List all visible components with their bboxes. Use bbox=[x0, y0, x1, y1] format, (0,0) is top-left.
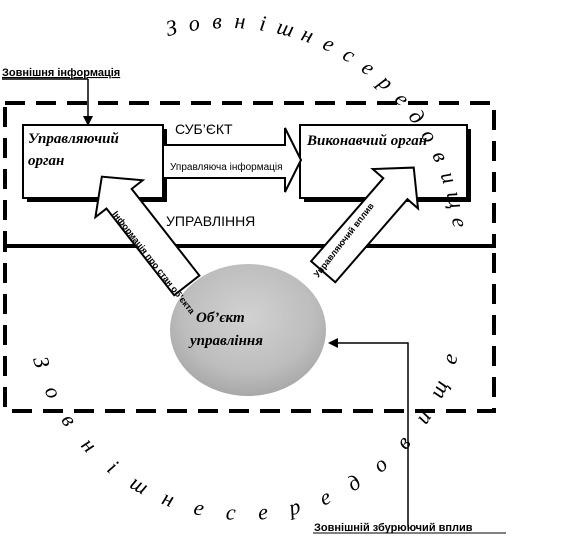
object-title-line2: управління bbox=[188, 333, 263, 349]
environment-bottom-letter-3: н bbox=[77, 432, 103, 457]
environment-bottom-letter-12: д bbox=[343, 469, 365, 496]
environment-top-letter-7: е bbox=[319, 30, 339, 57]
environment-top-letter-9: е bbox=[357, 54, 380, 80]
environment-bottom-letter-17: е bbox=[436, 350, 463, 367]
environment-top-letter-8: с bbox=[339, 41, 361, 68]
environment-bottom-letter-0: З bbox=[28, 353, 55, 371]
object-zone-border bbox=[3, 244, 496, 413]
external-info-label: Зовнішня інформація bbox=[2, 67, 120, 79]
control-info-arrow bbox=[162, 127, 303, 193]
external-disturbance-label: Зовнішній збурюючий вплив bbox=[314, 522, 473, 534]
environment-bottom-letter-15: и bbox=[409, 405, 436, 428]
environment-bottom-letter-4: і bbox=[103, 455, 123, 478]
environment-top-letter-2: в bbox=[212, 8, 223, 33]
environment-top-letter-4: і bbox=[258, 10, 268, 36]
environment-bottom-letter-1: о bbox=[40, 382, 67, 403]
environment-bottom-letter-7: е bbox=[192, 494, 207, 521]
control-info-label: Управляюча інформація bbox=[170, 161, 283, 173]
control-body-title-line2: орган bbox=[28, 153, 64, 169]
environment-top-letter-0: З bbox=[163, 14, 180, 41]
subject-zone-border bbox=[3, 101, 496, 248]
environment-bottom-letter-6: н bbox=[159, 485, 178, 512]
environment-bottom-letter-13: о bbox=[368, 451, 392, 477]
environment-bottom-letter-11: е bbox=[316, 483, 335, 510]
environment-top-letter-17: е bbox=[447, 216, 473, 229]
object-title-line1: Об’єкт bbox=[196, 310, 245, 326]
environment-top-letter-6: н bbox=[298, 21, 317, 48]
subject-label: СУБ’ЄКТ bbox=[175, 121, 233, 137]
environment-bottom-letter-5: ш bbox=[126, 469, 153, 499]
executive-body-title: Виконавчий орган bbox=[306, 133, 427, 149]
object-state-info-arrow bbox=[94, 175, 201, 297]
environment-bottom-letter-10: р bbox=[284, 493, 302, 520]
environment-top-letter-1: о bbox=[187, 10, 202, 36]
environment-bottom-letter-8: с bbox=[225, 499, 237, 525]
management-label: УПРАВЛІННЯ bbox=[166, 213, 255, 229]
environment-bottom-letter-14: в bbox=[391, 430, 416, 454]
environment-bottom-letter-16: щ bbox=[423, 376, 453, 402]
environment-bottom-letter-9: е bbox=[257, 499, 269, 525]
environment-top-letter-3: н bbox=[234, 8, 246, 34]
external-disturbance-connector bbox=[328, 338, 409, 527]
environment-top-letter-5: ш bbox=[274, 14, 296, 42]
environment-top-letter-16: щ bbox=[442, 189, 470, 211]
environment-top-letter-11: е bbox=[390, 86, 415, 110]
environment-top-letter-10: р bbox=[372, 68, 398, 95]
object-ellipse bbox=[170, 264, 326, 396]
control-action-arrow bbox=[309, 166, 420, 284]
control-body-box[interactable] bbox=[22, 124, 164, 199]
control-body-title-line1: Управляючий bbox=[28, 131, 119, 147]
